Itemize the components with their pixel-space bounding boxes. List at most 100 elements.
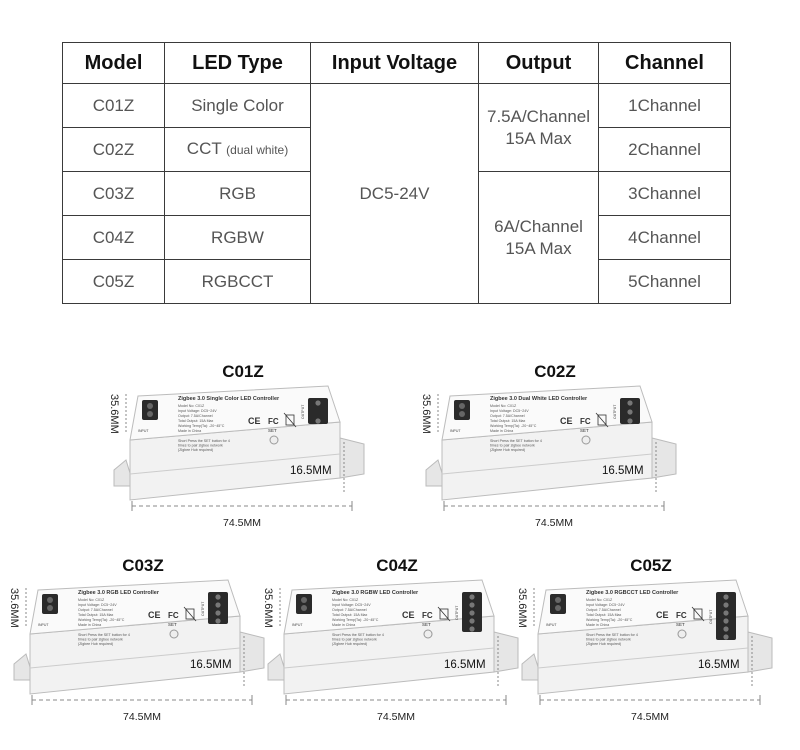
recycle-bin-icon xyxy=(597,414,607,426)
header-model: Model xyxy=(62,42,165,84)
label-spec-line: Made in China xyxy=(332,623,355,627)
fc-mark: FC xyxy=(676,611,687,620)
label-spec-line: Input Voltage: DC5~24V xyxy=(332,603,371,607)
label-note-line: times to pair zigbee network xyxy=(332,638,377,642)
input-terminal xyxy=(454,400,470,420)
fc-mark: FC xyxy=(422,611,433,620)
label-spec-line: Model No: C01Z xyxy=(490,404,517,408)
cell-channel: 3Channel xyxy=(598,171,731,216)
cell-channel: 4Channel xyxy=(598,215,731,260)
label-spec-line: Total Output: 15A Max xyxy=(178,419,214,423)
height-dimension-label: 16.5MM xyxy=(698,659,740,671)
input-label: INPUT xyxy=(292,623,303,627)
table-row: C03Z RGB 6A/Channel 15A Max 3Channel xyxy=(62,171,731,304)
label-spec-line: Model No: C01Z xyxy=(586,598,613,602)
output-label: OUTPUT xyxy=(301,404,305,419)
label-spec-line: Total Output: 15A Max xyxy=(586,613,622,617)
depth-dimension-label: 35.6MM xyxy=(516,588,528,628)
height-dimension-label: 16.5MM xyxy=(602,465,644,477)
header-output: Output xyxy=(478,42,599,84)
depth-dimension-label: 35.6MM xyxy=(262,588,274,628)
height-dimension-label: 16.5MM xyxy=(290,465,332,477)
controller-top-face xyxy=(283,579,495,635)
label-note-line: times to pair zigbee network xyxy=(178,444,223,448)
set-label: SET xyxy=(676,622,685,627)
label-spec-line: Working Temp(Ta): -20~45°C xyxy=(78,618,125,622)
ce-mark: CE xyxy=(248,416,261,426)
width-dimension-label: 74.5MM xyxy=(631,711,669,723)
width-dimension-label: 74.5MM xyxy=(223,517,261,529)
label-spec-line: Total Output: 15A Max xyxy=(332,613,368,617)
label-spec-line: Model No: C01Z xyxy=(332,598,359,602)
label-title: Zigbee 3.0 RGBW LED Controller xyxy=(332,590,419,596)
label-spec-line: Working Temp(Ta): -20~45°C xyxy=(490,424,537,428)
output-label: OUTPUT xyxy=(709,609,713,624)
product-title: C04Z xyxy=(376,556,418,575)
header-channel: Channel xyxy=(598,42,731,84)
cell-led-type: Single Color xyxy=(164,83,311,128)
label-spec-line: Output: 7.5A/Channel xyxy=(178,414,213,418)
cell-channel: 5Channel xyxy=(598,259,731,304)
table-row: C05Z RGBCCT 5Channel xyxy=(62,259,731,304)
fc-mark: FC xyxy=(268,417,279,426)
label-spec-line: Output: 7.5A/Channel xyxy=(490,414,525,418)
table-header-row: Model LED Type Input Voltage Output Chan… xyxy=(62,42,731,84)
table-row: C01Z Single Color DC5-24V 7.5A/Channel 1… xyxy=(62,83,731,304)
label-note-line: (Zigbee Hub required) xyxy=(490,448,525,452)
width-dimension-label: 74.5MM xyxy=(123,711,161,723)
label-title: Zigbee 3.0 Dual White LED Controller xyxy=(490,396,588,402)
input-terminal xyxy=(296,594,312,614)
set-button xyxy=(677,629,687,639)
label-title: Zigbee 3.0 RGB LED Controller xyxy=(78,590,160,596)
cell-model: C01Z xyxy=(62,83,165,128)
depth-dimension-label: 35.6MM xyxy=(420,394,432,434)
cell-channel: 1Channel xyxy=(598,83,731,128)
cell-model: C02Z xyxy=(62,127,165,172)
height-dimension-label: 16.5MM xyxy=(190,659,232,671)
cell-output-group-1: 7.5A/Channel 15A Max xyxy=(478,83,599,172)
label-spec-line: Working Temp(Ta): -20~45°C xyxy=(586,618,633,622)
fc-mark: FC xyxy=(168,611,179,620)
ce-mark: CE xyxy=(148,610,161,620)
label-note-line: Short Press the SET button for 4 xyxy=(178,439,230,443)
label-spec-line: Total Output: 15A Max xyxy=(490,419,526,423)
label-note-line: (Zigbee Hub required) xyxy=(178,448,213,452)
cell-output-group-2: 6A/Channel 15A Max xyxy=(478,171,599,304)
label-spec-line: Output: 7.5A/Channel xyxy=(332,608,367,612)
width-dimension-label: 74.5MM xyxy=(535,517,573,529)
label-note-line: Short Press the SET button for 4 xyxy=(332,633,384,637)
label-spec-line: Made in China xyxy=(490,429,513,433)
ce-mark: CE xyxy=(656,610,669,620)
recycle-bin-icon xyxy=(285,414,295,426)
height-dimension-label: 16.5MM xyxy=(444,659,486,671)
label-spec-line: Input Voltage: DC5~24V xyxy=(586,603,625,607)
controller-top-face xyxy=(129,385,341,441)
label-spec-line: Made in China xyxy=(178,429,201,433)
output-label: OUTPUT xyxy=(455,605,459,620)
header-led-type: LED Type xyxy=(164,42,311,84)
header-input-voltage: Input Voltage xyxy=(310,42,479,84)
spec-table: Model LED Type Input Voltage Output Chan… xyxy=(62,42,731,304)
controller-top-face xyxy=(441,385,653,441)
recycle-bin-icon xyxy=(185,608,195,620)
input-label: INPUT xyxy=(38,623,49,627)
label-title: Zigbee 3.0 Single Color LED Controller xyxy=(178,396,280,402)
product-title: C05Z xyxy=(630,556,672,575)
product-title: C03Z xyxy=(122,556,164,575)
table-row: C02Z CCT (dual white) 2Channel xyxy=(62,127,731,172)
controller-drawing: Zigbee 3.0 Dual White LED ControllerMode… xyxy=(420,385,677,529)
set-button xyxy=(269,435,279,445)
label-note-line: Short Press the SET button for 4 xyxy=(490,439,542,443)
output-terminal xyxy=(308,398,328,424)
table-row: C04Z RGBW 4Channel xyxy=(62,215,731,260)
width-dimension-label: 74.5MM xyxy=(377,711,415,723)
product-title: C02Z xyxy=(534,362,576,381)
label-spec-line: Made in China xyxy=(586,623,609,627)
controller-top-face xyxy=(537,579,749,635)
label-spec-line: Output: 7.5A/Channel xyxy=(586,608,621,612)
label-note-line: Short Press the SET button for 4 xyxy=(78,633,130,637)
